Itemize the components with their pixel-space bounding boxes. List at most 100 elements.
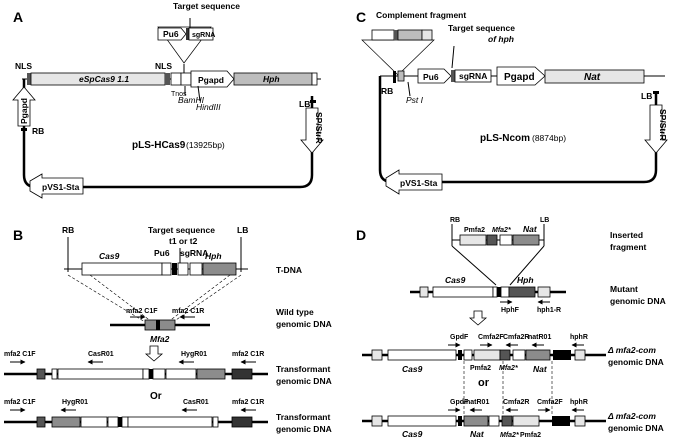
- d-mfa2star-label: Mfa2*: [492, 227, 511, 234]
- b-c1r-label: mfa2 C1R: [172, 308, 204, 315]
- b-row1-pgapd: [165, 368, 197, 380]
- b-row2-c1f-label: mfa2 C1F: [4, 399, 36, 406]
- d-row1-nat-label: Nat: [533, 364, 548, 374]
- d-row2-nat-label: Nat: [470, 429, 485, 439]
- b-row2-sgrna: [107, 416, 119, 428]
- a-pgapd-vertical-label: Pgapd: [19, 98, 29, 124]
- c-fragment-part1: [371, 29, 395, 41]
- b-sgrna-box: [177, 262, 189, 276]
- d-row2-natr01-label: natR01: [466, 399, 489, 406]
- b-map-line-left2: [89, 274, 153, 323]
- d-row2-pgapd: [488, 415, 500, 427]
- d-row1-cmfa2f-label: Cmfa2F: [478, 334, 504, 341]
- c-pgapd-label: Pgapd: [504, 72, 535, 83]
- b-lb-label: LB: [237, 225, 248, 235]
- c-plasmid-name: pLS-Ncom: [480, 133, 530, 144]
- d-pmfa2-label: Pmfa2: [464, 227, 485, 234]
- b-map-line-right1: [172, 274, 242, 323]
- a-insert-site-box: [180, 72, 192, 86]
- b-row1-pu6: [142, 368, 150, 380]
- b-row2-c1r-label: mfa2 C1R: [232, 399, 264, 406]
- d-row2-nat: [463, 415, 489, 427]
- a-nls-left-label: NLS: [15, 61, 32, 71]
- a-pu6-arrow: Pu6: [157, 27, 187, 41]
- d-mutant-cas9: [432, 286, 494, 298]
- a-nls-left-block: [27, 73, 31, 85]
- d-rb-label: RB: [450, 217, 460, 224]
- a-sgrna-box: [188, 27, 214, 41]
- c-complement-label: Complement fragment: [376, 10, 466, 20]
- a-sgrna-label: sgRNA: [192, 32, 215, 39]
- c-nat-box: [544, 69, 645, 84]
- b-row2-hph: [51, 416, 81, 428]
- a-pvs1-label: pVS1-Sta: [42, 182, 80, 192]
- b-down-arrow: [144, 345, 164, 362]
- panel-d: D RB Pmfa2 Mfa2* Nat LB Inserted fragmen…: [356, 217, 666, 439]
- panel-a-letter: A: [13, 9, 23, 25]
- a-pu6-label: Pu6: [163, 29, 179, 39]
- a-rb-label: RB: [32, 126, 44, 136]
- c-pgapd-arrow: Pgapd: [496, 66, 546, 86]
- a-rb-block: [21, 128, 27, 131]
- b-transformant-label2: genomic DNA: [276, 376, 332, 386]
- a-zoom-triangle: [157, 26, 212, 64]
- d-row2-mfa2star: [501, 415, 513, 427]
- d-row1-pmfa2: [473, 349, 501, 361]
- b-wild-type-label2: genomic DNA: [276, 319, 332, 329]
- b-rb-label: RB: [62, 225, 74, 235]
- b-row1-sgrna: [152, 368, 166, 380]
- d-com-label1: Δ mfa2-com: [607, 345, 656, 355]
- b-pgapd-box: [189, 262, 203, 276]
- d-row1-cmfa2r-label: Cmfa2R: [503, 334, 529, 341]
- b-row1-target: [149, 369, 153, 379]
- d-nat-label: Nat: [523, 224, 538, 234]
- d-zoom-right: [509, 245, 545, 286]
- b-transformant-label1: Transformant: [276, 364, 330, 374]
- d-row1-natr01-label: natR01: [528, 334, 551, 341]
- d-mutant-hph: [508, 286, 536, 298]
- d-row2-pmfa2-label: Pmfa2: [520, 432, 541, 439]
- b-row1-cas9: [57, 368, 144, 380]
- d-row2-right: [574, 415, 586, 427]
- c-pu6-label: Pu6: [423, 72, 439, 82]
- d-row2-cmfa2r-label: Cmfa2R: [503, 399, 529, 406]
- a-tnos-label: Tnos: [171, 91, 187, 98]
- b-target-label: Target sequence: [148, 225, 215, 235]
- c-plasmid-size: (8874bp): [532, 133, 566, 143]
- d-row2-cas9: [387, 415, 457, 427]
- a-nls-right-label: NLS: [155, 61, 172, 71]
- a-pgapd-label: Pgapd: [198, 75, 224, 85]
- d-row1-target: [458, 350, 462, 360]
- b-sgrna-label: sgRNA: [180, 248, 208, 258]
- c-fragment-part2: [394, 30, 398, 40]
- c-backbone-loop: [378, 76, 658, 184]
- d-com2-label2: genomic DNA: [608, 423, 664, 433]
- c-sgrna-box: [454, 69, 492, 83]
- d-row1-cas9: [387, 349, 457, 361]
- a-lb-label: LB: [299, 99, 310, 109]
- b-row2-mfa2-left: [36, 416, 46, 428]
- d-down-arrow: [468, 310, 488, 326]
- b-row1-hygr01-label: HygR01: [181, 351, 207, 358]
- a-target-block: [186, 28, 189, 40]
- a-plasmid-size: (13925bp): [186, 140, 225, 150]
- d-zoom-left: [451, 245, 497, 286]
- a-hph-label: Hph: [263, 74, 280, 84]
- b-row1-c1r-label: mfa2 C1R: [232, 351, 264, 358]
- a-tnos-box: [170, 72, 182, 86]
- c-lb-block: [653, 91, 659, 94]
- b-row1-hph: [196, 368, 226, 380]
- b-hph-box: [202, 262, 237, 276]
- panel-c: C Complement fragment Target sequence of…: [356, 9, 668, 195]
- b-cas9-label: Cas9: [99, 251, 120, 261]
- a-hph-end-box: [311, 72, 318, 86]
- b-row1-mfa2-left: [36, 368, 46, 380]
- d-row1-pmfa2-label: Pmfa2: [470, 365, 491, 372]
- b-row2-casr01-label: CasR01: [183, 399, 209, 406]
- panel-d-letter: D: [356, 227, 366, 243]
- d-row1-gpdf-label: GpdF: [450, 334, 469, 341]
- c-target-block: [451, 70, 455, 82]
- c-psti-box: [397, 70, 405, 82]
- a-plasmid-name: pLS-HCas9: [132, 140, 186, 151]
